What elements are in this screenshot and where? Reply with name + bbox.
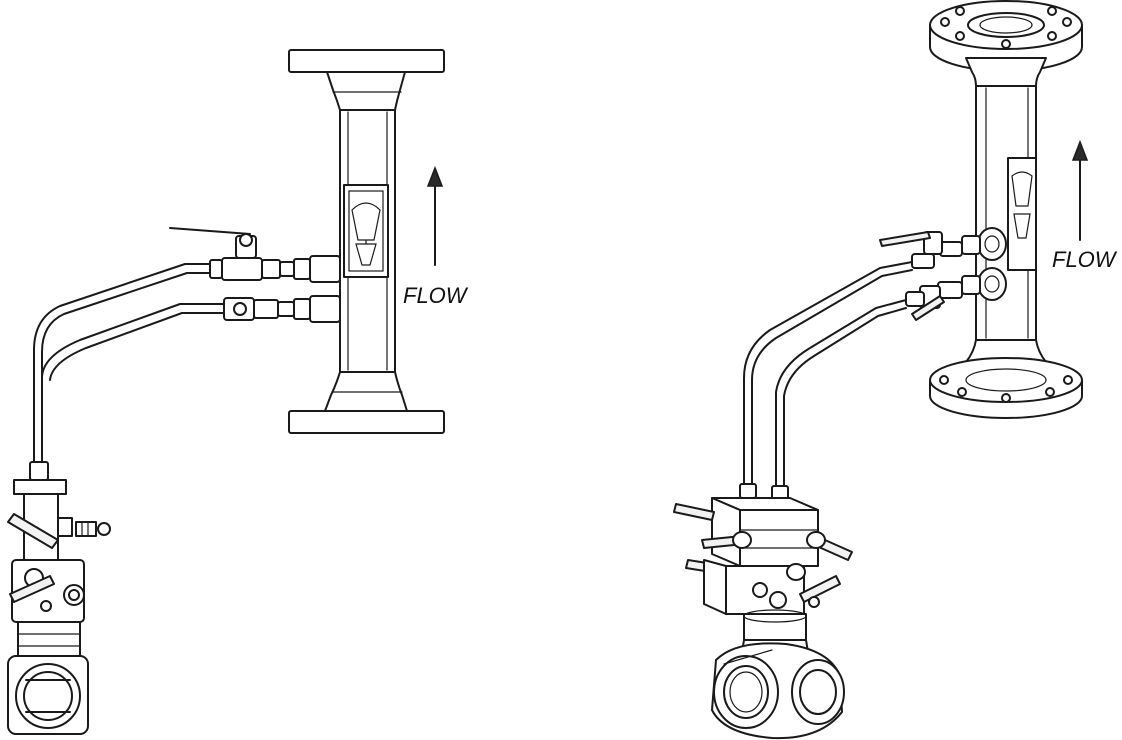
left-upper-ball-valve [221,257,263,281]
left-flow-label: FLOW [403,283,469,308]
left-manifold [7,461,111,561]
right-impulse-tubing [743,261,913,487]
left-bottom-flange [288,410,445,434]
right-lower-tap [905,267,1007,321]
right-lower-valve-handle [799,575,841,603]
right-upper-valve-handle [879,231,931,247]
left-installation-drawing: FLOW [7,49,469,735]
right-meter-body [975,85,1037,341]
right-lower-valve-handle [911,295,945,321]
left-upper-tap [169,227,341,283]
left-lower-tap [223,295,341,323]
right-top-hub [965,57,1047,87]
left-flow-indicator: FLOW [403,165,469,308]
right-manifold [673,483,853,575]
right-flow-label: FLOW [1052,247,1118,272]
left-valve-handle [169,227,251,235]
right-installation-drawing: FLOW [673,0,1118,740]
left-sight-window [343,184,389,278]
right-transmitter [711,609,845,740]
left-impulse-tubing [33,263,225,463]
right-upper-tap [879,227,1007,269]
right-manifold-handle-1 [673,503,715,521]
left-top-flange [288,49,445,73]
left-top-hub [326,71,406,111]
right-flow-indicator: FLOW [1052,139,1118,272]
left-meter-body [288,49,445,434]
right-bottom-flange [929,357,1083,419]
right-lower-block [703,559,841,615]
left-manifold-handle [7,513,59,549]
left-transmitter [7,559,89,735]
